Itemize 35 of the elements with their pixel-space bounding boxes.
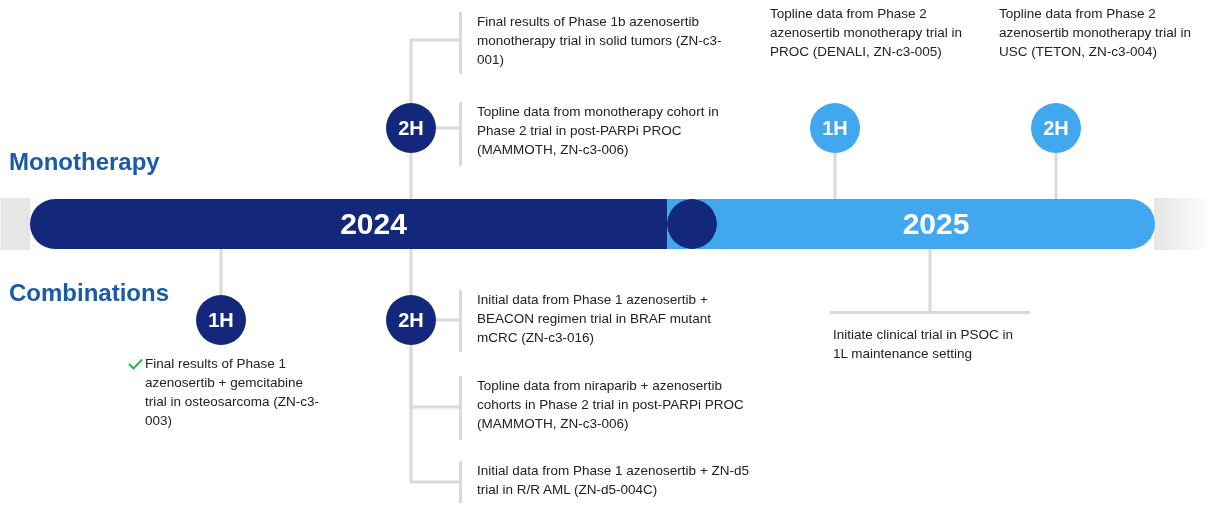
section-heading: Combinations: [9, 279, 169, 307]
section-heading: Monotherapy: [9, 148, 160, 176]
connector-line: [219, 249, 223, 295]
year-label: 2024: [340, 207, 407, 241]
period-label: 1H: [208, 308, 234, 332]
period-circle: [386, 295, 436, 345]
milestone-text: Initiate clinical trial in PSOC in 1L maintenance setting: [833, 326, 1015, 363]
period-circle: [196, 295, 246, 345]
connector-line: [409, 153, 413, 199]
milestone-text: Topline data from Phase 2 azenosertib monotherapy trial in USC (TETON, ZN-c3-004): [999, 5, 1193, 61]
milestone-text: Initial data from Phase 1 azenosertib + BEACON regimen trial in BRAF mutant mCRC (ZN-c3-016): [477, 291, 713, 347]
milestone-text: Topline data from niraparib + azenosertib cohorts in Phase 2 trial in post-PARPi PROC (MAMMOTH, ZN-c3-006): [477, 377, 745, 433]
connector-line: [833, 153, 837, 199]
connector-line: [436, 126, 459, 130]
connector-line: [1054, 153, 1058, 199]
period-label: 2H: [1043, 116, 1069, 140]
year-bar: [30, 199, 717, 249]
connector-line: [436, 318, 459, 322]
connector-line: [409, 38, 459, 103]
milestone-text: Final results of Phase 1 azenosertib + gemcitabine trial in osteosarcoma (ZN-c3-003): [145, 355, 321, 430]
milestone-text: Final results of Phase 1b azenosertib monotherapy trial in solid tumors (ZN-c3-001): [477, 13, 723, 69]
milestone-text: Topline data from Phase 2 azenosertib monotherapy trial in PROC (DENALI, ZN-c3-005): [770, 5, 964, 61]
milestone-text: Initial data from Phase 1 azenosertib + ZN-d5 trial in R/R AML (ZN-d5-004C): [477, 462, 751, 499]
period-circle: [1031, 103, 1081, 153]
period-circle: [386, 103, 436, 153]
period-label: 2H: [398, 308, 424, 332]
period-label: 1H: [822, 116, 848, 140]
year-label: 2025: [902, 207, 970, 241]
connector-line: [928, 249, 932, 311]
connector-line: [409, 345, 459, 484]
year-bar: [717, 199, 1155, 249]
milestone-text: Topline data from monotherapy cohort in Phase 2 trial in post-PARPi PROC (MAMMOTH, ZN-c3-006): [477, 103, 720, 159]
period-label: 2H: [398, 116, 424, 140]
connector-line: [409, 249, 413, 295]
period-circle: [810, 103, 860, 153]
